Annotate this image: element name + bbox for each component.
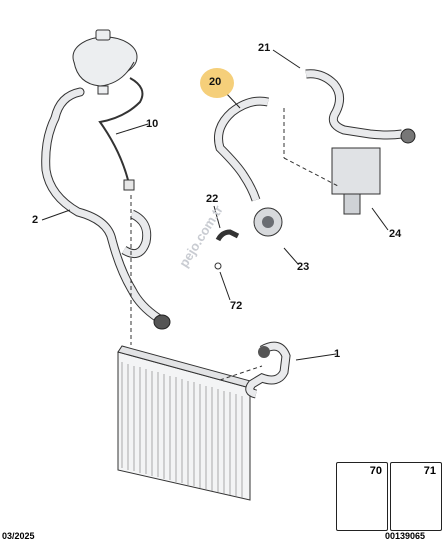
label-72: 72 (230, 300, 243, 312)
hose-21 (305, 69, 403, 140)
inset-number-71: 71 (423, 465, 436, 477)
highlight-badge (200, 68, 234, 98)
inset-box-71: 71 (390, 462, 442, 531)
expansion-tank (72, 29, 138, 95)
control-module (331, 147, 381, 215)
label-1: 1 (334, 348, 341, 360)
hose-10-connector (123, 179, 135, 191)
inset-box-70: 70 (336, 462, 388, 531)
radiator-fins (121, 362, 243, 498)
label-2: 2 (32, 214, 39, 226)
inset-number-70: 70 (369, 465, 382, 477)
hose-1-fitting (258, 346, 270, 358)
hose-22 (215, 229, 240, 242)
label-24: 24 (389, 228, 402, 240)
footer-code: 00139065 (385, 531, 426, 541)
hose-21-end (400, 128, 416, 144)
label-22: 22 (206, 193, 219, 205)
label-20: 20 (209, 76, 222, 88)
label-21: 21 (258, 42, 271, 54)
label-23: 23 (297, 261, 310, 273)
footer-date: 03/2025 (2, 531, 35, 541)
radiator (117, 345, 255, 501)
water-pump (253, 207, 283, 237)
clip-72 (214, 262, 222, 270)
hose-2-end-fitting (153, 314, 171, 330)
hose-10 (98, 77, 144, 181)
label-10: 10 (146, 118, 159, 130)
